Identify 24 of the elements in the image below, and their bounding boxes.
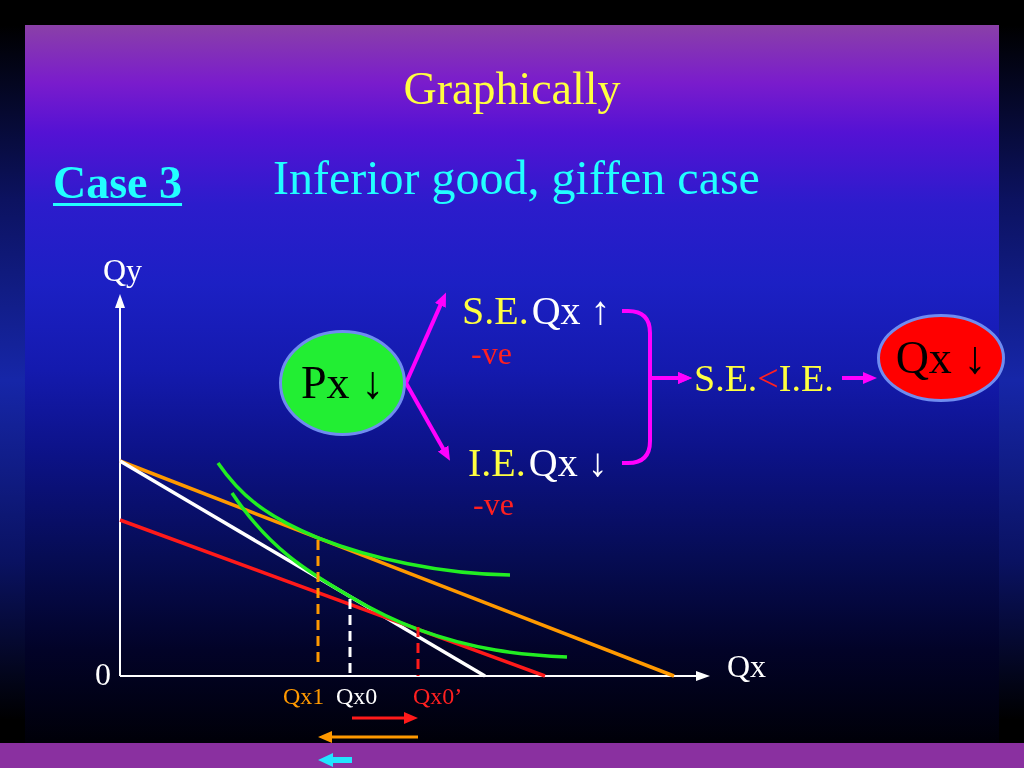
side-note: -ve: [473, 488, 514, 520]
node-text: <: [757, 359, 779, 397]
node-text: Qx ↓: [528, 443, 608, 483]
arrow: [842, 372, 877, 384]
node-text: I.E.: [468, 443, 526, 483]
node-text: Qx ↑: [531, 291, 611, 331]
axis-label: Qy: [103, 254, 143, 286]
axis-label: Qx: [727, 650, 767, 682]
arrow: [622, 372, 692, 465]
node-text: S.E.: [462, 291, 529, 331]
subtitle-text: Inferior good, giffen case: [273, 154, 760, 202]
axis-label: 0: [95, 658, 111, 690]
axis-label: Qx0’: [413, 684, 463, 708]
axis-label: Qx1: [283, 684, 325, 708]
node-text: Px ↓: [300, 360, 385, 406]
slide-title: Graphically: [403, 66, 621, 112]
arrow: [404, 292, 446, 384]
section-heading: Case 3: [53, 160, 183, 206]
node-text: I.E.: [778, 359, 834, 397]
side-note: -ve: [471, 337, 512, 369]
node-text: S.E.: [694, 359, 758, 397]
axis-label: Qx0: [336, 684, 378, 708]
node-text: Qx ↓: [895, 335, 987, 381]
arrow: [404, 382, 450, 461]
